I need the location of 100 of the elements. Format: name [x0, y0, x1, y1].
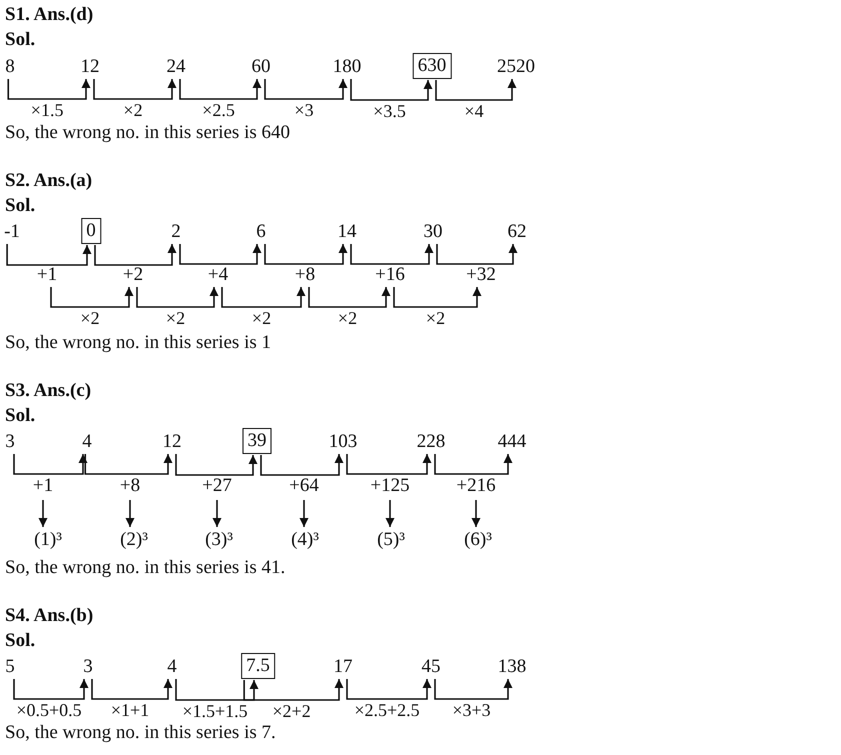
- down-arrow: [212, 500, 222, 527]
- bracket-arrow: [91, 679, 172, 700]
- sol-label: Sol.: [5, 405, 36, 427]
- bracket-arrow: [350, 79, 432, 101]
- answer-heading: S2. Ans.(a): [5, 170, 92, 192]
- bracket-arrow: [13, 454, 88, 475]
- bracket-arrow: [84, 454, 172, 475]
- edge-label: ×2+2: [272, 701, 311, 721]
- cube-expression: (5)³: [377, 529, 405, 551]
- boxed-number: 0: [81, 218, 101, 244]
- bracket-arrow: [308, 287, 390, 308]
- bracket-arrow: [243, 679, 344, 701]
- bracket-arrow: [179, 79, 262, 100]
- number-text: 45: [422, 656, 440, 678]
- number-text: 17: [334, 656, 352, 678]
- bracket-arrow: [50, 287, 134, 308]
- difference-text: +64: [289, 475, 319, 497]
- edge-label: ×2.5: [202, 100, 235, 120]
- conclusion-text: So, the wrong no. in this series is 7.: [5, 722, 276, 744]
- difference-text: +216: [456, 475, 496, 497]
- sol-label: Sol.: [5, 29, 36, 51]
- sol-label: Sol.: [5, 630, 36, 652]
- bracket-arrow: [13, 679, 88, 700]
- edge-label: ×3: [294, 100, 314, 120]
- bracket-arrow: [136, 287, 218, 308]
- number-text: 4: [167, 656, 177, 678]
- bracket-arrow: [6, 244, 92, 266]
- boxed-number: 39: [242, 428, 272, 454]
- sol-label: Sol.: [5, 195, 36, 217]
- number-text: 14: [338, 221, 356, 243]
- edge-label: ×2: [252, 308, 272, 328]
- bracket-arrow: [346, 679, 432, 700]
- boxed-number: 7.5: [241, 653, 275, 679]
- edge-label: ×2: [426, 308, 446, 328]
- difference-text: +2: [122, 264, 144, 286]
- bracket-arrow: [175, 454, 258, 476]
- bracket-arrow: [435, 79, 516, 101]
- edge-label: ×2: [123, 100, 143, 120]
- bracket-arrow: [434, 679, 512, 700]
- down-arrow: [126, 500, 134, 527]
- edge-label: ×4: [464, 101, 484, 121]
- number-text: -1: [4, 221, 20, 243]
- number-text: 12: [162, 431, 182, 453]
- conclusion-text: So, the wrong no. in this series is 41.: [5, 557, 286, 579]
- number-text: 24: [166, 56, 186, 78]
- cube-expression: (3)³: [205, 529, 233, 551]
- edge-label: ×2: [338, 308, 358, 328]
- number-text: 8: [5, 56, 15, 78]
- bracket-arrow: [179, 244, 262, 265]
- answer-heading: S3. Ans.(c): [5, 380, 92, 402]
- difference-text: +1: [32, 475, 54, 497]
- bracket-arrow: [346, 454, 432, 475]
- down-arrow: [472, 500, 480, 527]
- answer-heading: S4. Ans.(b): [5, 605, 94, 627]
- number-text: 2: [171, 221, 181, 243]
- number-text: 3: [83, 656, 93, 678]
- edge-label: ×1.5+1.5: [182, 701, 248, 721]
- edge-label: ×0.5+0.5: [16, 700, 82, 720]
- number-text: 444: [498, 431, 526, 453]
- difference-text: +8: [294, 264, 316, 286]
- edge-label: ×1+1: [110, 700, 150, 720]
- number-text: 180: [332, 56, 362, 78]
- conclusion-text: So, the wrong no. in this series is 1: [5, 332, 271, 354]
- conclusion-text: So, the wrong no. in this series is 640: [5, 122, 290, 144]
- number-text: 5: [5, 656, 15, 678]
- edge-label: ×3+3: [452, 700, 491, 720]
- cube-expression: (1)³: [34, 529, 62, 551]
- number-text: 30: [424, 221, 442, 243]
- number-text: 3: [5, 431, 15, 453]
- number-text: 138: [498, 656, 526, 678]
- number-text: 4: [82, 431, 92, 453]
- number-text: 62: [508, 221, 526, 243]
- number-text: 60: [252, 56, 270, 78]
- cube-expression: (2)³: [120, 529, 148, 551]
- down-arrow: [386, 500, 394, 527]
- bracket-arrow: [264, 79, 348, 100]
- bracket-arrow: [436, 244, 518, 265]
- bracket-arrow: [434, 454, 512, 475]
- bracket-arrow: [94, 244, 176, 266]
- difference-text: +8: [120, 475, 140, 497]
- difference-text: +27: [202, 475, 232, 497]
- number-text: 6: [256, 221, 266, 243]
- bracket-arrow: [221, 287, 306, 308]
- cube-expression: (4)³: [291, 529, 319, 551]
- difference-text: +1: [36, 264, 58, 286]
- difference-text: +32: [466, 264, 496, 286]
- difference-text: +16: [375, 264, 405, 286]
- edge-label: ×3.5: [373, 101, 406, 121]
- bracket-arrow: [264, 244, 348, 265]
- edge-label: ×1.5: [30, 100, 64, 120]
- bracket-arrow: [393, 287, 482, 308]
- number-text: 2520: [497, 56, 535, 78]
- difference-text: +125: [370, 475, 410, 497]
- edge-label: ×2: [80, 308, 100, 328]
- bracket-arrow: [175, 679, 258, 701]
- boxed-number: 630: [412, 53, 452, 79]
- edge-label: ×2: [166, 308, 186, 328]
- answer-heading: S1. Ans.(d): [5, 4, 94, 26]
- number-text: 103: [328, 431, 358, 453]
- bracket-arrow: [350, 244, 434, 265]
